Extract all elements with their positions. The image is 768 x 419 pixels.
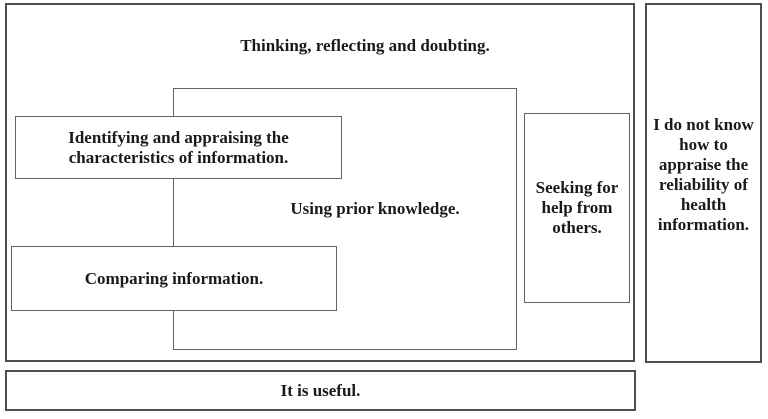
comparing-information-label: Comparing information. bbox=[84, 268, 264, 288]
identifying-appraising-box: Identifying and appraising the character… bbox=[15, 116, 342, 179]
do-not-know-label: I do not know how to appraise the reliab… bbox=[653, 115, 754, 234]
seeking-help-box: Seeking for help from others. bbox=[524, 113, 630, 303]
it-is-useful-label: It is useful. bbox=[280, 380, 361, 400]
do-not-know-box: I do not know how to appraise the reliab… bbox=[645, 3, 762, 363]
identifying-appraising-label: Identifying and appraising the character… bbox=[68, 127, 289, 167]
thinking-reflecting-label: Thinking, reflecting and doubting. bbox=[240, 36, 490, 55]
comparing-information-box: Comparing information. bbox=[11, 246, 337, 311]
prior-knowledge-label: Using prior knowledge. bbox=[290, 199, 460, 218]
it-is-useful-box: It is useful. bbox=[5, 370, 636, 411]
seeking-help-label: Seeking for help from others. bbox=[535, 178, 619, 237]
